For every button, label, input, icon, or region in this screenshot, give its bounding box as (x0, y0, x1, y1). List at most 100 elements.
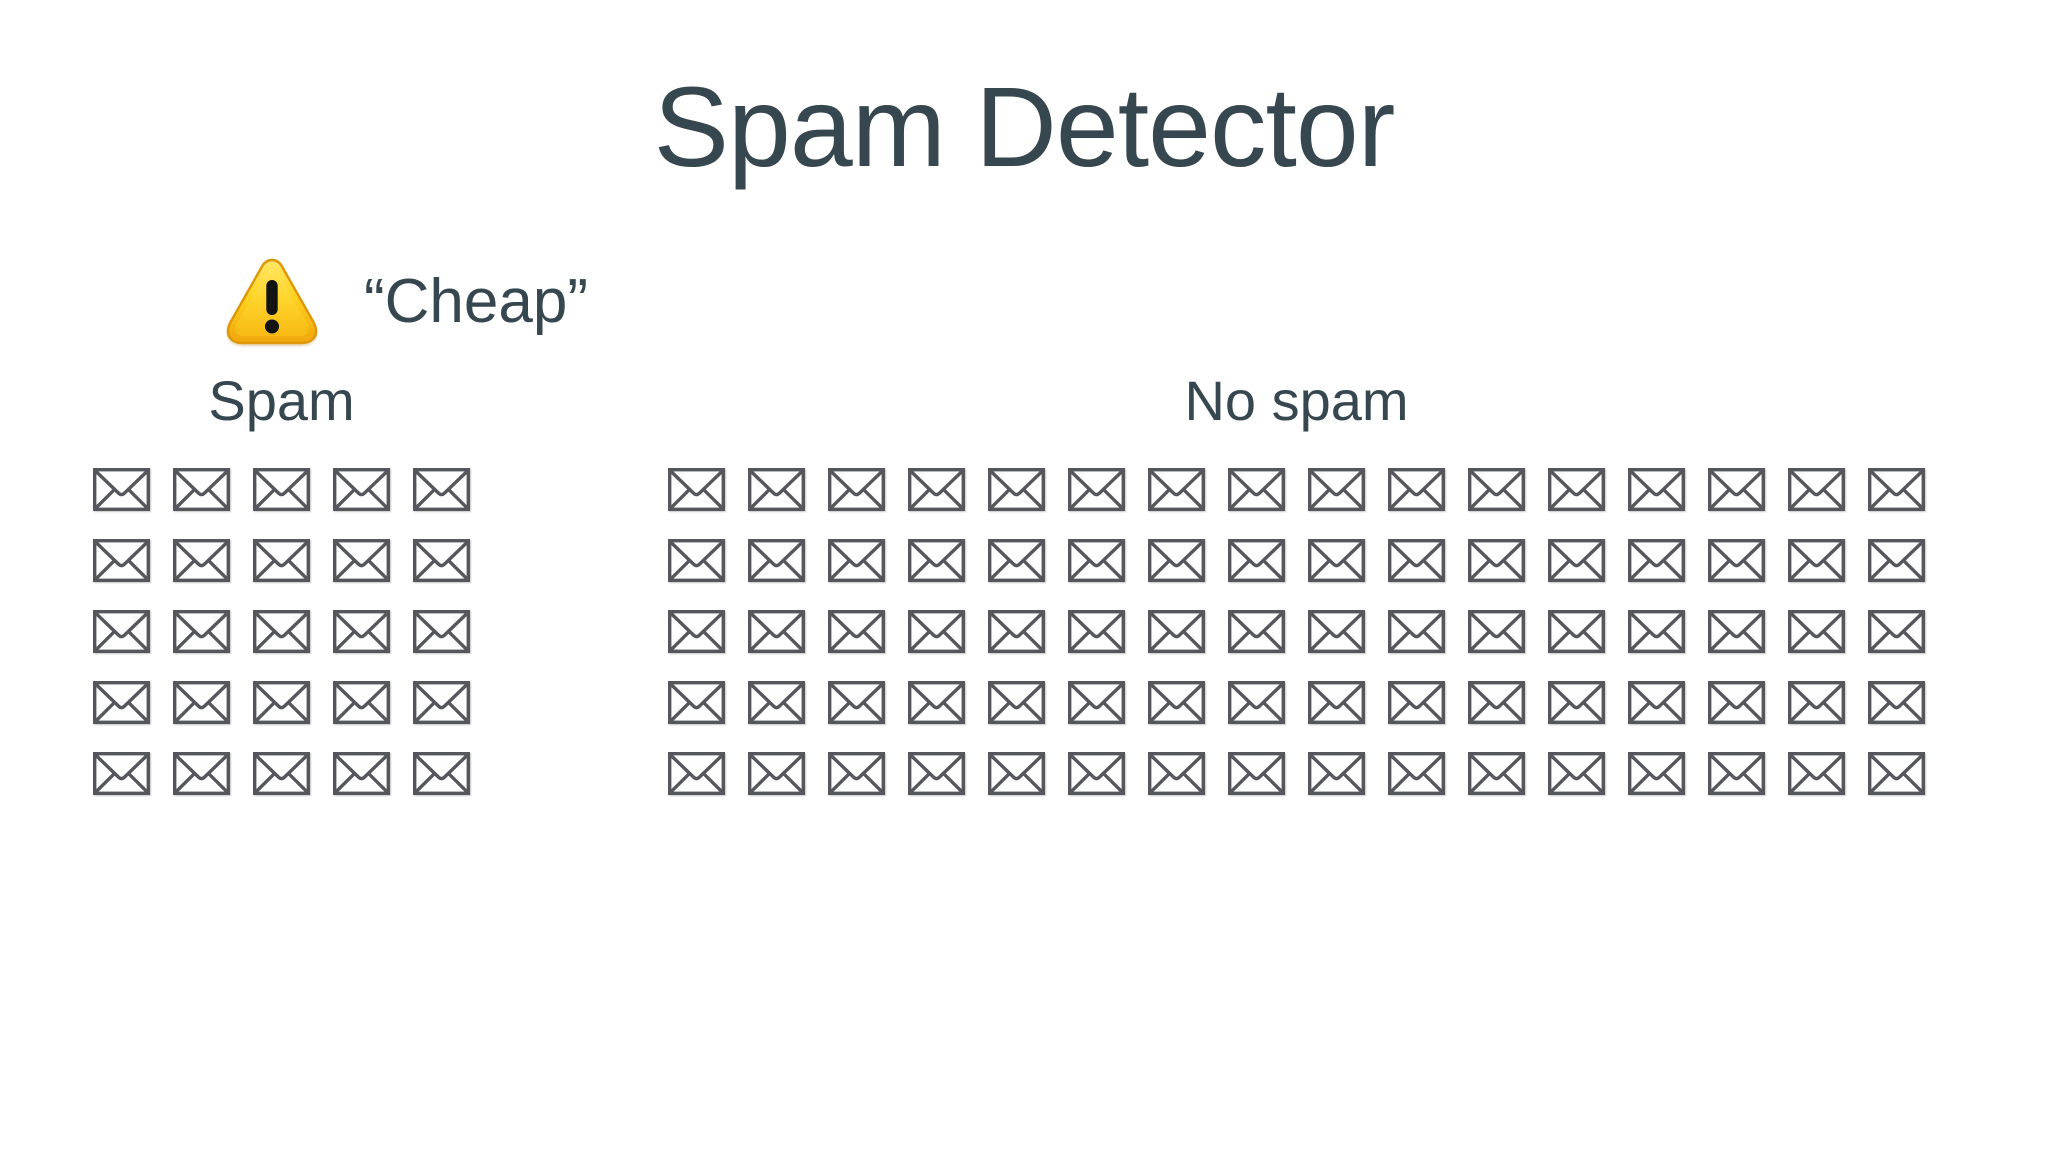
envelope-icon (1148, 752, 1205, 795)
envelope-icon (908, 681, 965, 724)
envelope-icon (988, 610, 1045, 653)
envelope-icon (828, 610, 885, 653)
envelope-icon (333, 610, 390, 653)
envelope-icon (1708, 468, 1765, 511)
envelope-icon (333, 752, 390, 795)
envelope-icon (1708, 610, 1765, 653)
envelope-icon (1148, 539, 1205, 582)
envelope-icon (1068, 539, 1125, 582)
envelope-icon (1228, 468, 1285, 511)
envelope-icon (93, 468, 150, 511)
envelope-icon (93, 539, 150, 582)
envelope-icon (1708, 681, 1765, 724)
envelope-icon (1228, 752, 1285, 795)
group-label-spam: Spam (208, 369, 355, 432)
envelope-icon (1868, 539, 1925, 582)
envelope-icon (1468, 539, 1525, 582)
envelope-icon (748, 468, 805, 511)
envelope-icon (1788, 539, 1845, 582)
envelope-icon (253, 610, 310, 653)
envelope-icon (413, 468, 470, 511)
envelope-icon (1788, 681, 1845, 724)
envelope-icon (1068, 468, 1125, 511)
envelope-icon (93, 752, 150, 795)
envelope-icon (413, 539, 470, 582)
envelope-icon (1308, 468, 1365, 511)
envelope-icon (748, 539, 805, 582)
envelope-icon (908, 539, 965, 582)
envelope-icon (253, 681, 310, 724)
envelope-icon (828, 539, 885, 582)
envelope-icon (1628, 681, 1685, 724)
envelope-icon (988, 539, 1045, 582)
envelope-icon (253, 752, 310, 795)
envelope-icon (333, 681, 390, 724)
envelope-icon (333, 539, 390, 582)
envelope-icon (1228, 681, 1285, 724)
envelope-icon (1868, 610, 1925, 653)
envelope-icon (1868, 681, 1925, 724)
envelope-icon (253, 539, 310, 582)
envelope-icon (828, 468, 885, 511)
envelope-icon (828, 752, 885, 795)
envelope-icon (1468, 752, 1525, 795)
annotation-label: “Cheap” (364, 267, 588, 336)
envelope-icon (828, 681, 885, 724)
envelope-icon (1468, 468, 1525, 511)
envelope-icon (1468, 610, 1525, 653)
envelope-icon (1388, 752, 1445, 795)
envelope-icon (1788, 468, 1845, 511)
envelope-icon (1308, 681, 1365, 724)
envelope-icon (1148, 681, 1205, 724)
envelope-icon (173, 752, 230, 795)
envelope-icon (1548, 539, 1605, 582)
envelope-icon (93, 610, 150, 653)
envelope-icon (748, 610, 805, 653)
envelope-icon (413, 681, 470, 724)
envelope-icon (1628, 468, 1685, 511)
envelope-icon (413, 752, 470, 795)
envelope-icon (1788, 752, 1845, 795)
envelope-icon (908, 752, 965, 795)
envelope-icon (1228, 539, 1285, 582)
envelope-icon (988, 468, 1045, 511)
envelope-icon (1388, 681, 1445, 724)
envelope-icon (1148, 610, 1205, 653)
envelope-icon (908, 610, 965, 653)
envelope-icon (668, 681, 725, 724)
envelope-icon (668, 610, 725, 653)
envelope-icon (908, 468, 965, 511)
envelope-icon (1628, 610, 1685, 653)
envelope-icon (1868, 468, 1925, 511)
envelope-icon (988, 752, 1045, 795)
envelope-icon (1308, 752, 1365, 795)
spam-email-grid (93, 468, 470, 795)
envelope-icon (1788, 610, 1845, 653)
envelope-icon (1548, 681, 1605, 724)
envelope-icon (668, 539, 725, 582)
envelope-icon (1708, 539, 1765, 582)
envelope-icon (1548, 468, 1605, 511)
envelope-icon (748, 752, 805, 795)
envelope-icon (1628, 752, 1685, 795)
envelope-icon (173, 681, 230, 724)
envelope-icon (1148, 468, 1205, 511)
envelope-icon (253, 468, 310, 511)
group-label-no-spam: No spam (1184, 369, 1409, 432)
envelope-icon (1388, 610, 1445, 653)
envelope-icon (1068, 752, 1125, 795)
envelope-icon (173, 539, 230, 582)
envelope-icon (1068, 681, 1125, 724)
envelope-icon (413, 610, 470, 653)
envelope-icon (668, 468, 725, 511)
envelope-icon (1228, 610, 1285, 653)
envelope-icon (1868, 752, 1925, 795)
envelope-icon (1548, 610, 1605, 653)
envelope-icon (173, 610, 230, 653)
feature-annotation: “Cheap” (222, 252, 588, 352)
warning-icon (226, 258, 318, 345)
envelope-icon (1388, 539, 1445, 582)
envelope-icon (668, 752, 725, 795)
envelope-icon (1388, 468, 1445, 511)
